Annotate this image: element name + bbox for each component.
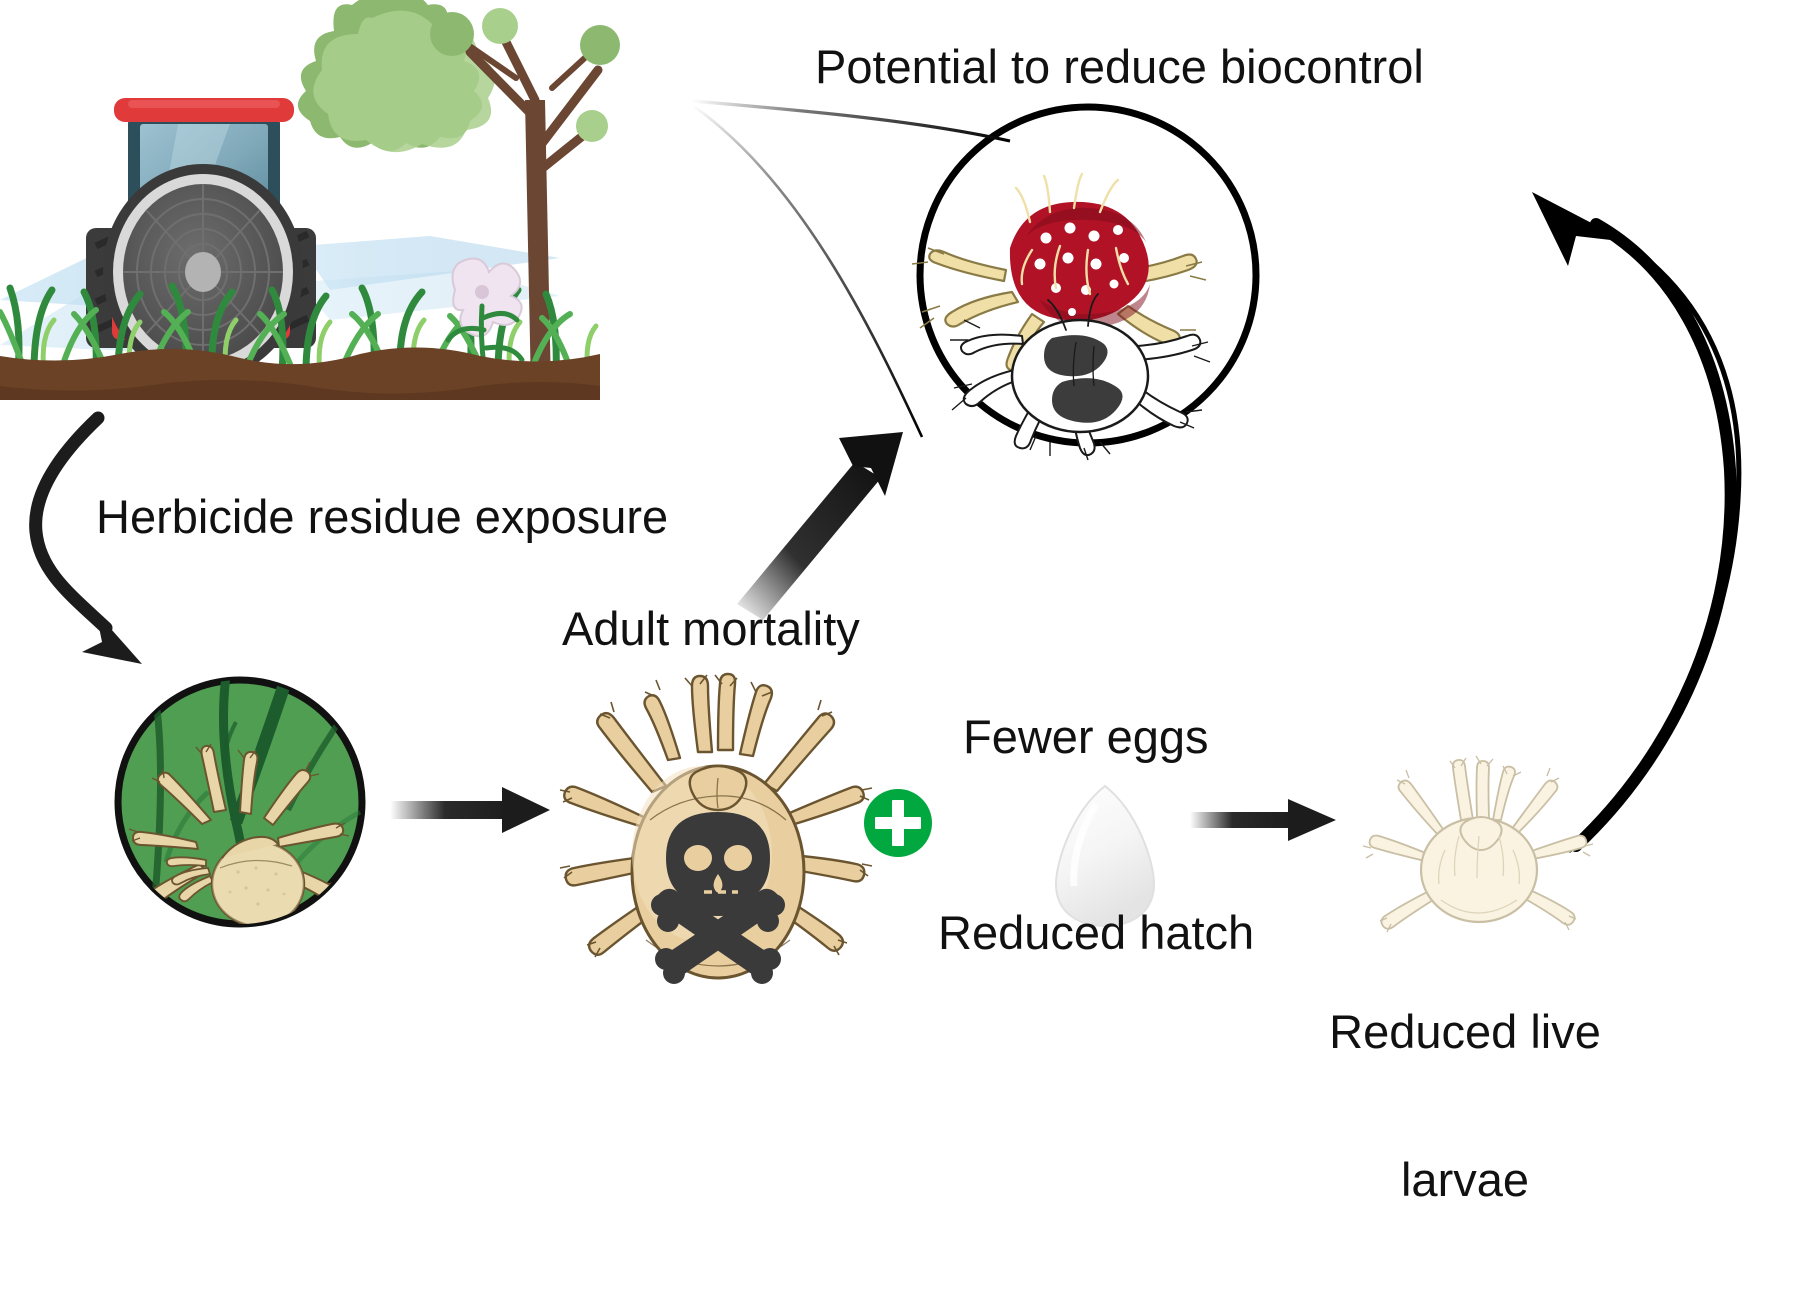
black-white-mite <box>950 293 1211 461</box>
tractor-spraying-field <box>0 0 620 400</box>
reduced-hatch-label: Reduced hatch <box>938 906 1255 959</box>
mite-egg <box>1054 784 1156 928</box>
herbicide-exposure-label: Herbicide residue exposure <box>96 490 669 543</box>
mite-on-leaf-circle <box>114 676 366 928</box>
arrow-skull-to-biocontrol <box>737 432 903 620</box>
reduced-live-larvae-line2: larvae <box>1400 1152 1529 1206</box>
tractor-icon <box>86 98 316 380</box>
adult-mortality-label: Adult mortality <box>562 602 860 655</box>
live-larva-mite <box>1362 755 1594 933</box>
arrow-egg-to-larva <box>1190 799 1336 841</box>
weed-flower-icon <box>445 257 525 369</box>
arrow-field-to-leaf <box>29 411 142 664</box>
skull-and-crossbones-icon <box>651 812 785 984</box>
arrow-larva-to-biocontrol <box>1532 192 1742 853</box>
tree-icon <box>298 0 620 390</box>
arrow-leaf-to-skull <box>390 787 550 833</box>
reduced-live-larvae-line1: Reduced live <box>1329 1004 1601 1058</box>
leader-lines-to-inset <box>691 99 1011 438</box>
plus-badge <box>864 789 932 857</box>
biocontrol-inset-circle <box>911 103 1260 461</box>
biocontrol-label: Potential to reduce biocontrol <box>815 40 1424 93</box>
fewer-eggs-label: Fewer eggs <box>963 710 1209 763</box>
red-velvet-mite <box>911 172 1207 391</box>
leaf-mite-icon <box>128 743 350 924</box>
reduced-live-larvae-label: Reduced live larvae <box>1300 908 1630 1303</box>
dead-adult-mite-skull <box>559 672 873 984</box>
soil-band <box>0 347 600 400</box>
figure-canvas: Potential to reduce biocontrol Herbicide… <box>0 0 1742 1204</box>
